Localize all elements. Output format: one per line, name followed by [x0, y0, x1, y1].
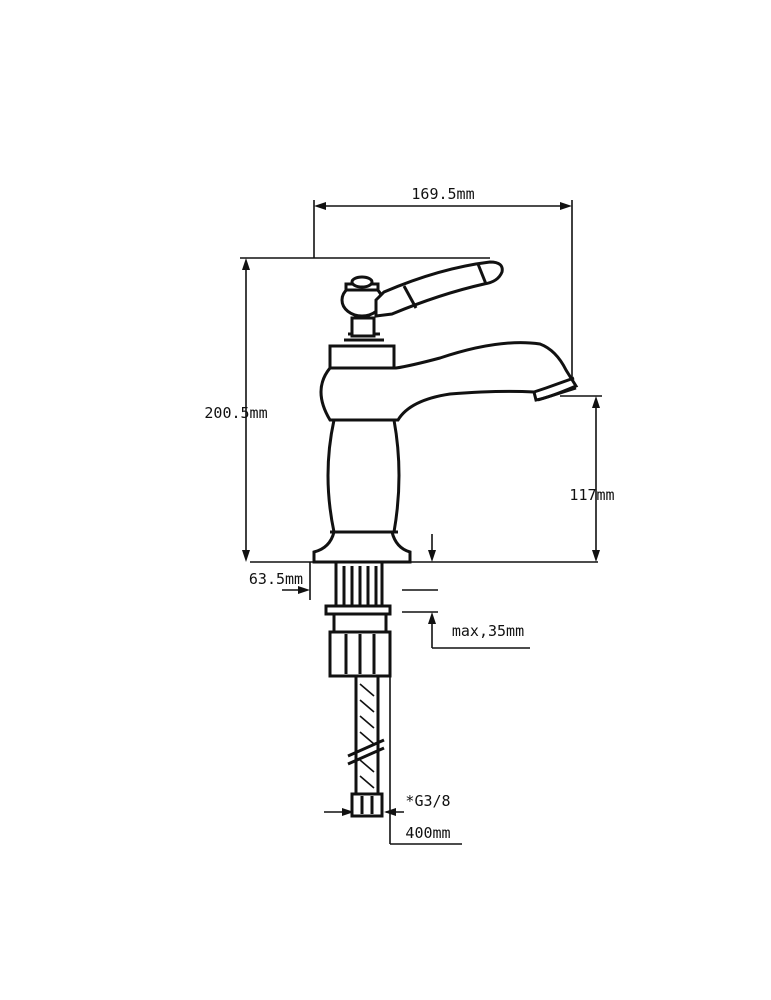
- base-diameter-label: 63.5mm: [249, 570, 303, 588]
- thread-dimension: *G3/8 400mm: [324, 650, 462, 845]
- barrel: [326, 418, 401, 534]
- cap-collar: [328, 344, 396, 370]
- height-label: 200.5mm: [204, 404, 267, 422]
- threaded-shank: [324, 560, 392, 616]
- counter-thickness-label: max,35mm: [452, 622, 524, 640]
- mounting-nut: [328, 612, 392, 678]
- base-diameter-dimension: 63.5mm: [249, 562, 311, 600]
- thread-label: *G3/8: [405, 792, 450, 810]
- spout-height-dimension: 117mm: [560, 395, 615, 562]
- width-dimension: 169.5mm: [313, 185, 573, 390]
- height-dimension: 200.5mm: [204, 257, 490, 562]
- faucet-body: [312, 260, 579, 564]
- lever-handle: [374, 260, 504, 318]
- width-label: 169.5mm: [411, 185, 474, 203]
- flexible-hose: [347, 674, 385, 818]
- spout-height-label: 117mm: [569, 486, 614, 504]
- hose-length-label: 400mm: [405, 824, 450, 842]
- counter-thickness-dimension: max,35mm: [402, 534, 530, 649]
- base-flange: [312, 530, 412, 564]
